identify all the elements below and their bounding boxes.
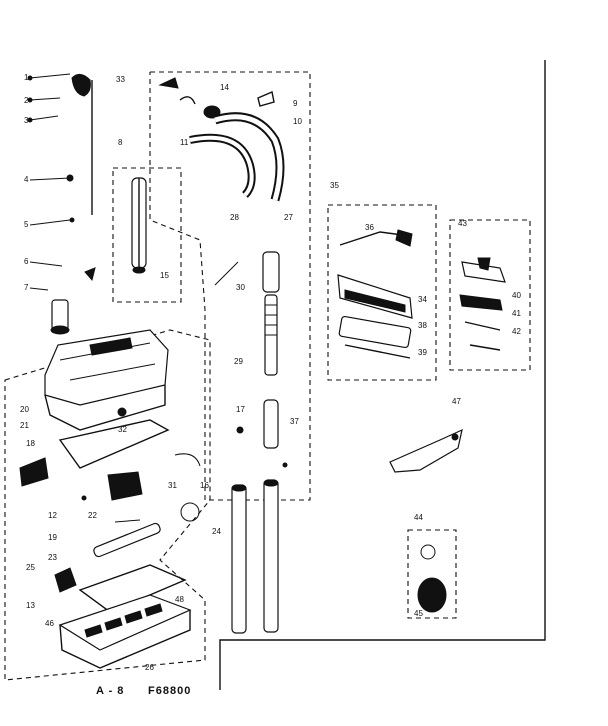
canister-body [19, 329, 201, 523]
base-plate [54, 522, 192, 669]
label-48: 48 [175, 595, 184, 604]
extension-tube-right [263, 479, 279, 633]
roller-brush [93, 522, 161, 558]
label-40: 40 [512, 291, 521, 300]
attachments-box-43 [449, 219, 531, 371]
label-12: 12 [48, 511, 57, 520]
wand-assembly [214, 251, 288, 634]
left-small-parts [27, 73, 96, 335]
label-46: 46 [45, 619, 54, 628]
label-30: 30 [236, 283, 245, 292]
crevice-tool [389, 428, 463, 473]
base-group-outline [4, 329, 211, 681]
hose-group-outline [149, 71, 311, 501]
swivel-fitting [203, 105, 221, 119]
label-9: 9 [293, 99, 298, 108]
label-5: 5 [24, 220, 29, 229]
attachments-box-35 [327, 204, 437, 381]
label-8: 8 [118, 138, 123, 147]
label-10: 10 [293, 117, 302, 126]
handle-box [112, 167, 182, 303]
label-41: 41 [512, 309, 521, 318]
label-21: 21 [20, 421, 29, 430]
label-37: 37 [290, 417, 299, 426]
diagram-borders [4, 60, 546, 690]
label-39: 39 [418, 348, 427, 357]
label-47: 47 [452, 397, 461, 406]
rug-nozzle [338, 315, 412, 349]
label-19: 19 [48, 533, 57, 542]
label-32: 32 [118, 425, 127, 434]
part-labels: 1 2 3 4 5 6 7 33 8 15 14 9 10 11 28 27 3… [20, 73, 521, 672]
wand-coupling [263, 399, 279, 449]
label-22: 22 [88, 511, 97, 520]
canister-base-tray [58, 419, 170, 469]
label-35: 35 [330, 181, 339, 190]
label-20: 20 [20, 405, 29, 414]
dusting-brush-box [407, 529, 457, 619]
label-7: 7 [24, 283, 29, 292]
label-11: 11 [180, 138, 189, 147]
label-45: 45 [414, 609, 423, 618]
latch-icon [19, 457, 49, 487]
label-44: 44 [414, 513, 423, 522]
label-28: 28 [230, 213, 239, 222]
canister-top [44, 329, 169, 406]
label-15: 15 [160, 271, 169, 280]
label-31: 31 [168, 481, 177, 490]
label-16: 16 [200, 481, 209, 490]
label-18: 18 [26, 439, 35, 448]
label-6: 6 [24, 257, 29, 266]
label-33: 33 [116, 75, 125, 84]
label-23: 23 [48, 553, 57, 562]
label-13: 13 [26, 601, 35, 610]
label-38: 38 [418, 321, 427, 330]
label-26: 26 [145, 663, 154, 672]
label-27: 27 [284, 213, 293, 222]
label-3: 3 [24, 116, 29, 125]
label-34: 34 [418, 295, 427, 304]
label-42: 42 [512, 327, 521, 336]
label-17: 17 [236, 405, 245, 414]
hose-parts [158, 77, 285, 202]
filter-block [107, 471, 143, 501]
label-14: 14 [220, 83, 229, 92]
label-24: 24 [212, 527, 221, 536]
bottom-plate [58, 594, 192, 651]
label-43: 43 [458, 219, 467, 228]
wheel-icon [71, 74, 91, 97]
label-1: 1 [24, 73, 29, 82]
label-4: 4 [24, 175, 29, 184]
caption-catalog-number: F68800 [148, 685, 191, 697]
label-36: 36 [365, 223, 374, 232]
right-border-line [219, 60, 546, 690]
brush-bristles [417, 577, 447, 613]
label-25: 25 [26, 563, 35, 572]
caption-figure-number: A - 8 [96, 685, 124, 697]
label-29: 29 [234, 357, 243, 366]
extension-tube-left [231, 484, 247, 634]
label-2: 2 [24, 96, 29, 105]
